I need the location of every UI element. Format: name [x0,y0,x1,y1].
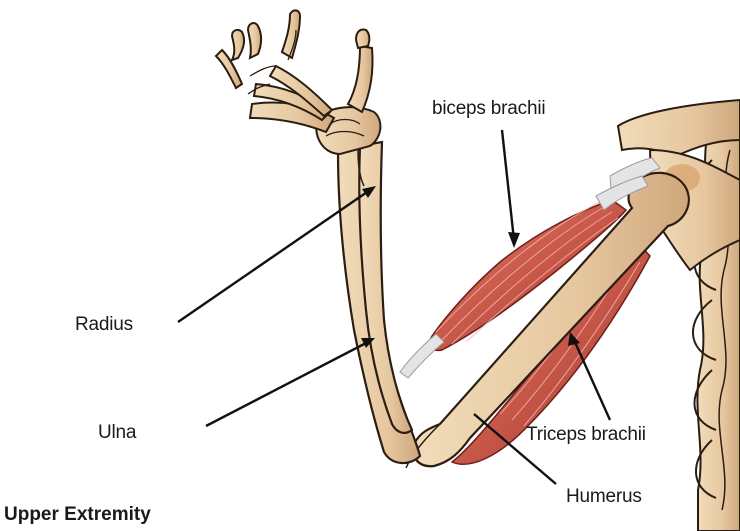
label-ulna: Ulna [98,422,136,444]
leader-radius [178,190,370,322]
leader-biceps [502,130,514,240]
label-biceps-brachii: biceps brachii [432,98,545,120]
label-triceps-brachii: Triceps brachii [526,424,646,446]
label-radius: Radius [75,314,133,336]
forearm-bones [338,142,420,463]
diagram-caption: Upper Extremity [4,504,151,526]
leader-ulna [206,342,368,426]
hand-bones [216,10,380,154]
leader-triceps [574,340,610,420]
label-humerus: Humerus [566,486,642,508]
arrowhead-biceps [508,232,520,248]
